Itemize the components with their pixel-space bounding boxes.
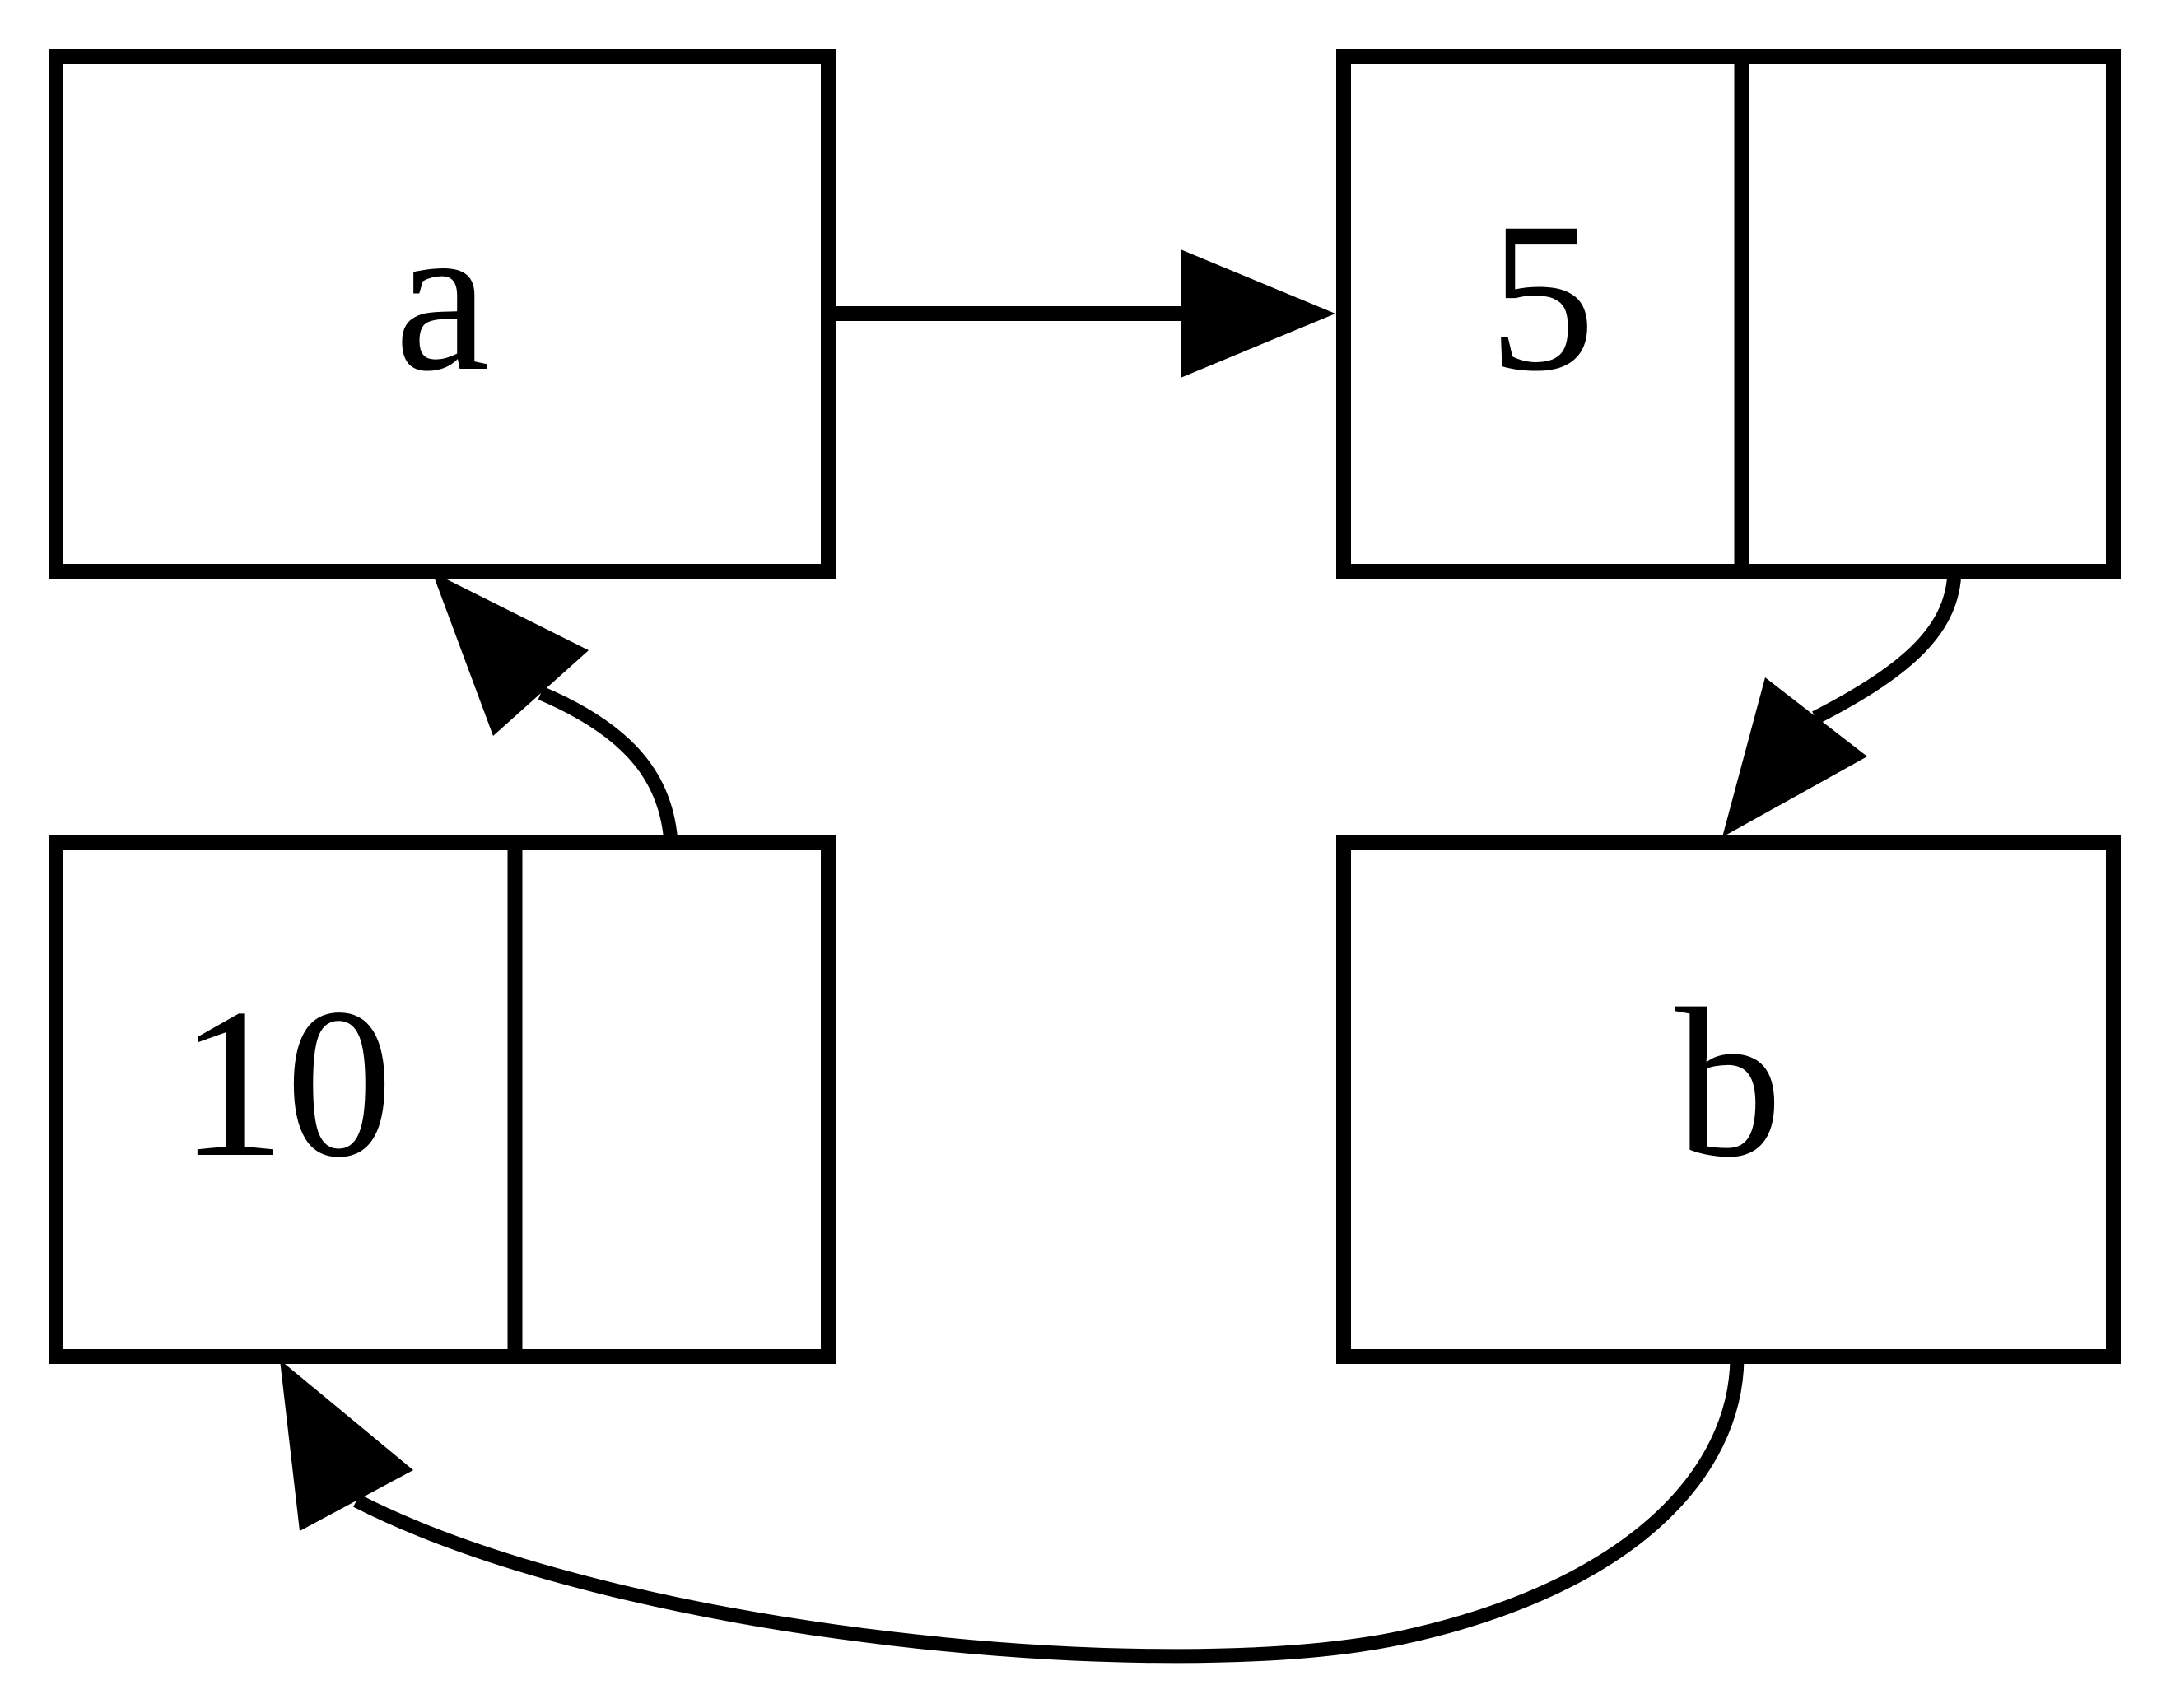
variable-label-a: a xyxy=(394,179,489,416)
pair-box-5 xyxy=(1336,49,2121,579)
edge-pair5-cdr-to-b-arrowhead-icon xyxy=(1722,677,1867,837)
variable-node-a: a xyxy=(49,49,836,579)
variable-box-a xyxy=(49,49,836,579)
edge-a-to-pair5 xyxy=(836,249,1335,378)
pair-5-car-value: 5 xyxy=(1488,179,1596,416)
edge-b-to-pair10 xyxy=(280,1356,1745,1664)
pair-node-5: 5 xyxy=(1336,49,2121,579)
pair-box-10 xyxy=(49,835,836,1364)
variable-label-b: b xyxy=(1675,965,1782,1202)
edge-b-to-pair10-shaft xyxy=(353,1356,1745,1664)
pair-node-10: 10 xyxy=(49,835,836,1364)
variable-node-b: b xyxy=(1336,835,2121,1364)
edge-a-to-pair5-arrowhead-icon xyxy=(1181,249,1335,378)
edge-pair10-cdr-to-a xyxy=(432,572,678,844)
edge-pair5-cdr-to-b-shaft xyxy=(1812,570,1962,724)
edge-pair5-cdr-to-b xyxy=(1722,570,1962,837)
edge-b-to-pair10-arrowhead-icon xyxy=(280,1360,413,1531)
pair-10-car-value: 10 xyxy=(179,965,393,1202)
edge-pair10-cdr-to-a-arrowhead-icon xyxy=(432,572,589,736)
edge-pair10-cdr-to-a-shaft xyxy=(538,686,678,844)
variable-box-b xyxy=(1336,835,2121,1364)
